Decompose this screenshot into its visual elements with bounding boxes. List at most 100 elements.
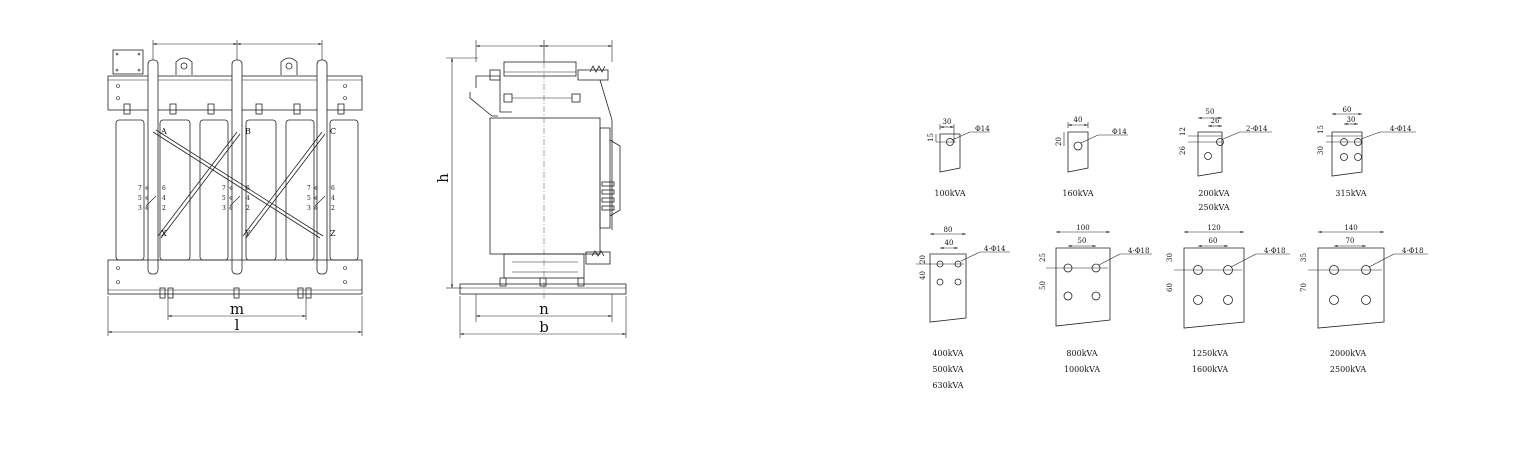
dim-n-label: n xyxy=(539,300,549,318)
terminal-detail-100kva: 30 15 Φ14 100kVA xyxy=(927,118,990,198)
svg-text:4-Φ14: 4-Φ14 xyxy=(1390,125,1412,133)
dim-m-label: m xyxy=(230,300,244,318)
rating-label: 630kVA xyxy=(932,381,963,390)
svg-text:5: 5 xyxy=(307,195,311,202)
svg-text:120: 120 xyxy=(1207,224,1220,232)
svg-text:6: 6 xyxy=(162,185,166,192)
terminal-detail-400kva: 80 40 40 20 4-Φ14 400kVA 500kVA 630kVA xyxy=(916,226,1010,390)
bolt-hole-icon xyxy=(1193,295,1203,305)
svg-text:30: 30 xyxy=(1166,253,1174,262)
bolt-hole-icon xyxy=(1216,138,1224,146)
svg-text:50: 50 xyxy=(1078,237,1087,245)
rating-label: 315kVA xyxy=(1335,189,1366,198)
rating-label: 500kVA xyxy=(932,365,963,374)
svg-text:140: 140 xyxy=(1344,224,1357,232)
svg-text:3: 3 xyxy=(138,205,142,212)
phase-a-label: A xyxy=(160,127,167,136)
svg-text:80: 80 xyxy=(944,226,953,234)
svg-text:6: 6 xyxy=(246,185,250,192)
bolt-hole-icon xyxy=(1223,265,1233,275)
tap-labels-b: 7 5 3 6 4 2 xyxy=(222,185,250,212)
transformer-body xyxy=(489,117,601,255)
lead-bar-c xyxy=(316,59,328,275)
bolt-hole-icon xyxy=(1354,153,1362,161)
bolt-hole-icon xyxy=(954,260,962,268)
svg-text:3: 3 xyxy=(222,205,226,212)
svg-text:4: 4 xyxy=(331,195,335,202)
svg-text:7: 7 xyxy=(222,185,226,192)
rating-label: 1250kVA xyxy=(1192,349,1228,358)
bolt-hole-icon xyxy=(946,138,954,146)
bolt-hole-icon xyxy=(1340,153,1348,161)
bolt-hole-icon xyxy=(1329,265,1339,275)
svg-text:5: 5 xyxy=(222,195,226,202)
bolt-hole-icon xyxy=(1091,263,1101,273)
bolt-hole-icon xyxy=(936,278,944,286)
svg-text:2: 2 xyxy=(246,205,250,212)
rating-label: 800kVA xyxy=(1066,349,1097,358)
rating-label: 1000kVA xyxy=(1064,365,1100,374)
svg-text:70: 70 xyxy=(1346,237,1355,245)
svg-text:40: 40 xyxy=(919,271,927,280)
svg-text:4: 4 xyxy=(246,195,250,202)
bolt-hole-icon xyxy=(1063,291,1073,301)
terminal-detail-1250kva: 120 60 30 60 4-Φ18 1250kVA 1600kVA xyxy=(1166,224,1290,374)
lifting-lug-icon xyxy=(175,57,193,75)
bolt-hole-icon xyxy=(1354,138,1362,146)
front-view: A B C X Y Z 7 5 3 6 4 2 7 5 3 6 4 2 7 5 … xyxy=(107,40,363,336)
lead-bar-b xyxy=(231,59,243,275)
svg-text:5: 5 xyxy=(138,195,142,202)
svg-text:30: 30 xyxy=(943,118,952,126)
svg-text:4-Φ18: 4-Φ18 xyxy=(1264,247,1285,255)
lower-clamp-beam xyxy=(107,259,363,295)
phase-c-label: C xyxy=(330,127,336,136)
bolt-hole-icon xyxy=(936,260,944,268)
dim-l-label: l xyxy=(235,316,240,334)
phase-z-label: Z xyxy=(330,229,336,238)
rating-label: 160kVA xyxy=(1062,189,1093,198)
bolt-hole-icon xyxy=(954,278,962,286)
svg-text:60: 60 xyxy=(1166,283,1174,292)
tap-labels-a: 7 5 3 6 4 2 xyxy=(138,185,166,212)
bolt-hole-icon xyxy=(1223,295,1233,305)
svg-text:4-Φ18: 4-Φ18 xyxy=(1402,247,1423,255)
svg-text:7: 7 xyxy=(138,185,142,192)
svg-text:2: 2 xyxy=(331,205,335,212)
phase-x-label: X xyxy=(161,229,167,238)
terminal-detail-2000kva: 140 70 35 70 4-Φ18 2000kVA 2500kVA xyxy=(1300,224,1428,374)
svg-text:70: 70 xyxy=(1300,283,1308,292)
nameplate-box xyxy=(112,49,144,75)
bolt-hole-icon xyxy=(1361,295,1371,305)
svg-text:25: 25 xyxy=(1039,253,1047,262)
svg-text:Φ14: Φ14 xyxy=(975,125,990,133)
svg-text:35: 35 xyxy=(1300,253,1308,262)
bolt-hole-icon xyxy=(1340,138,1348,146)
terminal-detail-200kva: 50 26 12 26 2-Φ14 200kVA 250kVA xyxy=(1179,108,1272,212)
svg-text:2: 2 xyxy=(162,205,166,212)
svg-text:30: 30 xyxy=(1347,116,1356,124)
bolt-hole-icon xyxy=(1091,291,1101,301)
terminal-detail-800kva: 100 50 25 50 4-Φ18 800kVA 1000kVA xyxy=(1039,224,1152,374)
svg-text:3: 3 xyxy=(307,205,311,212)
svg-text:15: 15 xyxy=(927,133,935,142)
svg-text:20: 20 xyxy=(919,255,927,264)
svg-text:60: 60 xyxy=(1209,237,1218,245)
phase-b-label: B xyxy=(245,127,251,136)
phase-y-label: Y xyxy=(244,229,251,238)
rating-label: 1600kVA xyxy=(1192,365,1228,374)
dim-h-label: h xyxy=(434,173,452,183)
side-view: h xyxy=(434,40,627,338)
rating-label: 400kVA xyxy=(932,349,963,358)
rating-label: 2000kVA xyxy=(1330,349,1366,358)
tap-labels-c: 7 5 3 6 4 2 xyxy=(307,185,335,212)
lifting-lug-icon xyxy=(280,57,298,75)
bolt-hole-icon xyxy=(1204,152,1212,160)
svg-text:30: 30 xyxy=(1317,146,1325,155)
svg-text:50: 50 xyxy=(1206,108,1215,116)
svg-text:50: 50 xyxy=(1039,281,1047,290)
svg-text:40: 40 xyxy=(945,239,954,247)
svg-text:7: 7 xyxy=(307,185,311,192)
svg-text:4-Φ14: 4-Φ14 xyxy=(984,245,1006,253)
bolt-hole-icon xyxy=(1193,265,1203,275)
svg-text:60: 60 xyxy=(1343,106,1352,114)
